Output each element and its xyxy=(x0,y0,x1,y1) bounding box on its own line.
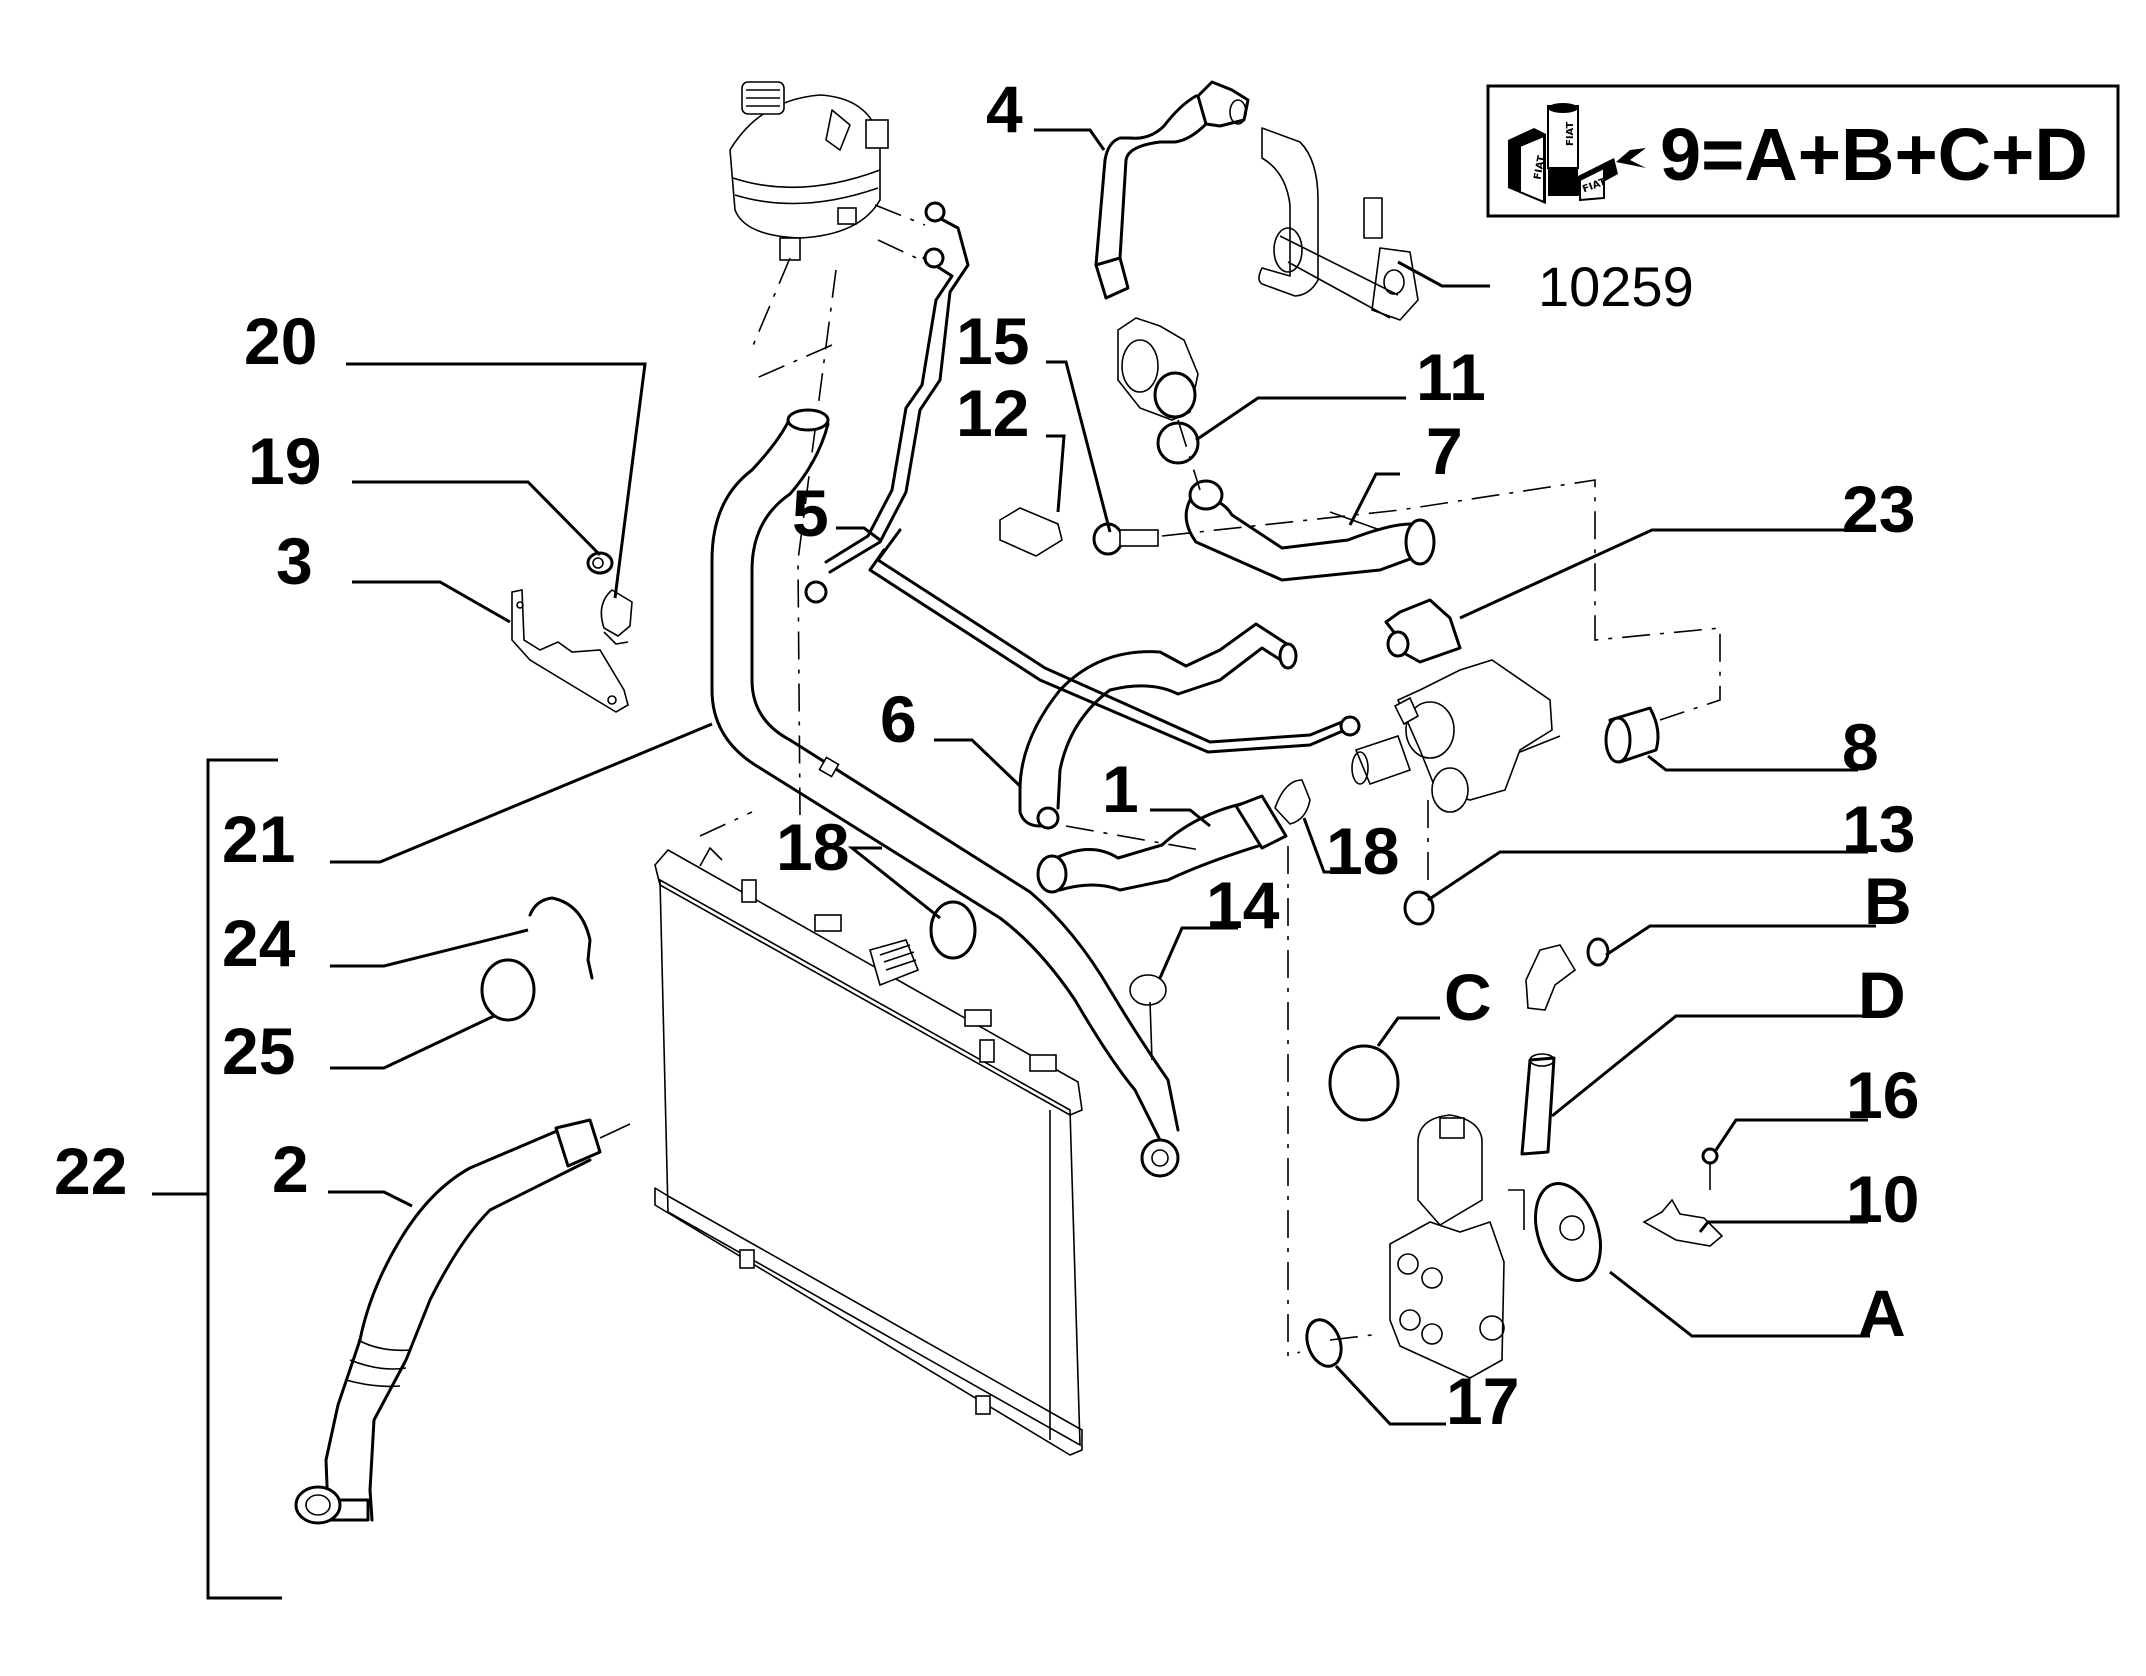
assembly-line xyxy=(1287,846,1381,1358)
part-6-hose xyxy=(1018,622,1298,830)
callout-B: B xyxy=(1864,864,1912,938)
part-14-clamp xyxy=(1129,974,1167,1061)
assembly-line xyxy=(1161,419,1721,721)
oil-filter-housing xyxy=(1389,1114,1525,1379)
callout-20: 20 xyxy=(244,304,317,378)
part-21-tank-hose xyxy=(710,408,1180,1178)
part-3-bracket xyxy=(511,589,629,713)
callout-A: A xyxy=(1858,1276,1906,1350)
callout-10: 10 xyxy=(1846,1162,1919,1236)
part-7-coolant-pipe xyxy=(1184,479,1436,582)
fiat-spare-parts-kit-icon: FIAT FIAT FIAT xyxy=(1508,103,1646,204)
part-D-pipe-seal xyxy=(1520,1053,1556,1156)
part-4-heater-hose xyxy=(1094,80,1250,300)
reference-part-10259 xyxy=(1258,127,1419,321)
callout-11: 11 xyxy=(1416,340,1486,414)
callout-22: 22 xyxy=(54,1134,127,1208)
part-1-upper-hose xyxy=(1036,794,1288,894)
kit-note-box: FIAT FIAT FIAT 9=A+B+C+D xyxy=(1486,84,2120,218)
callout-3: 3 xyxy=(276,524,313,598)
callout-12: 12 xyxy=(956,376,1029,450)
reference-label-10259: 10259 xyxy=(1538,255,1694,318)
part-8-sleeve xyxy=(1604,706,1660,764)
callout-23: 23 xyxy=(1842,472,1915,546)
callout-14: 14 xyxy=(1206,868,1280,942)
callout-19: 19 xyxy=(248,424,321,498)
kit-icon-label: FIAT xyxy=(1565,121,1576,146)
callout-labels: 4 10259 20 19 3 15 12 11 7 5 23 6 8 1 18… xyxy=(54,72,1919,1438)
part-5-bleed-pipe xyxy=(804,201,1361,754)
callout-25: 25 xyxy=(222,1014,295,1088)
callout-D: D xyxy=(1858,958,1906,1032)
callout-21: 21 xyxy=(222,802,295,876)
part-B-o-ring xyxy=(1586,937,1610,967)
part-25-seal-ring xyxy=(480,958,536,1022)
callout-17: 17 xyxy=(1446,1364,1519,1438)
part-23-sensor-housing xyxy=(1384,598,1462,664)
kit-note-text: 9=A+B+C+D xyxy=(1660,113,2088,196)
part-A-gasket xyxy=(1534,1182,1602,1282)
radiator xyxy=(654,811,1083,1456)
callout-24: 24 xyxy=(222,906,296,980)
part-13-clamp xyxy=(1403,890,1435,926)
callout-2: 2 xyxy=(272,1132,309,1206)
callout-4: 4 xyxy=(986,72,1023,146)
part-11-o-ring xyxy=(1156,421,1200,465)
part-20-clip xyxy=(600,589,633,645)
callout-15: 15 xyxy=(956,304,1029,378)
kit-icon-label: FIAT xyxy=(1533,154,1548,180)
callout-C: C xyxy=(1444,960,1492,1034)
part-18-clamp-right xyxy=(1274,779,1311,825)
part-10-bracket xyxy=(1642,1198,1724,1247)
part-17-clamp xyxy=(1305,1318,1343,1368)
callout-6: 6 xyxy=(880,682,917,756)
part-24-spring-clip xyxy=(528,896,594,980)
part-2-lower-hose xyxy=(294,1118,631,1525)
leader-lines xyxy=(152,128,1876,1600)
part-C-o-ring xyxy=(1328,1044,1400,1122)
part-18-clamp-left xyxy=(929,900,977,960)
thermostat-housing xyxy=(1351,659,1561,813)
thermostat-outlet xyxy=(1117,317,1199,421)
assembly-line xyxy=(751,344,833,381)
part-16-screw xyxy=(1701,1147,1719,1190)
part-19-nut xyxy=(586,551,614,575)
fitting-elbow xyxy=(1525,944,1577,1011)
callout-1: 1 xyxy=(1102,752,1139,826)
callout-8: 8 xyxy=(1842,710,1879,784)
callout-16: 16 xyxy=(1846,1058,1919,1132)
callout-5: 5 xyxy=(792,476,829,550)
assembly-line xyxy=(751,257,837,816)
part-12-pipe-clip xyxy=(999,507,1063,557)
callout-18-right: 18 xyxy=(1326,814,1399,888)
callout-13: 13 xyxy=(1842,792,1915,866)
callout-7: 7 xyxy=(1426,414,1463,488)
callout-18-left: 18 xyxy=(776,810,849,884)
part-15-bolt xyxy=(1092,522,1159,556)
expansion-tank xyxy=(729,81,889,261)
